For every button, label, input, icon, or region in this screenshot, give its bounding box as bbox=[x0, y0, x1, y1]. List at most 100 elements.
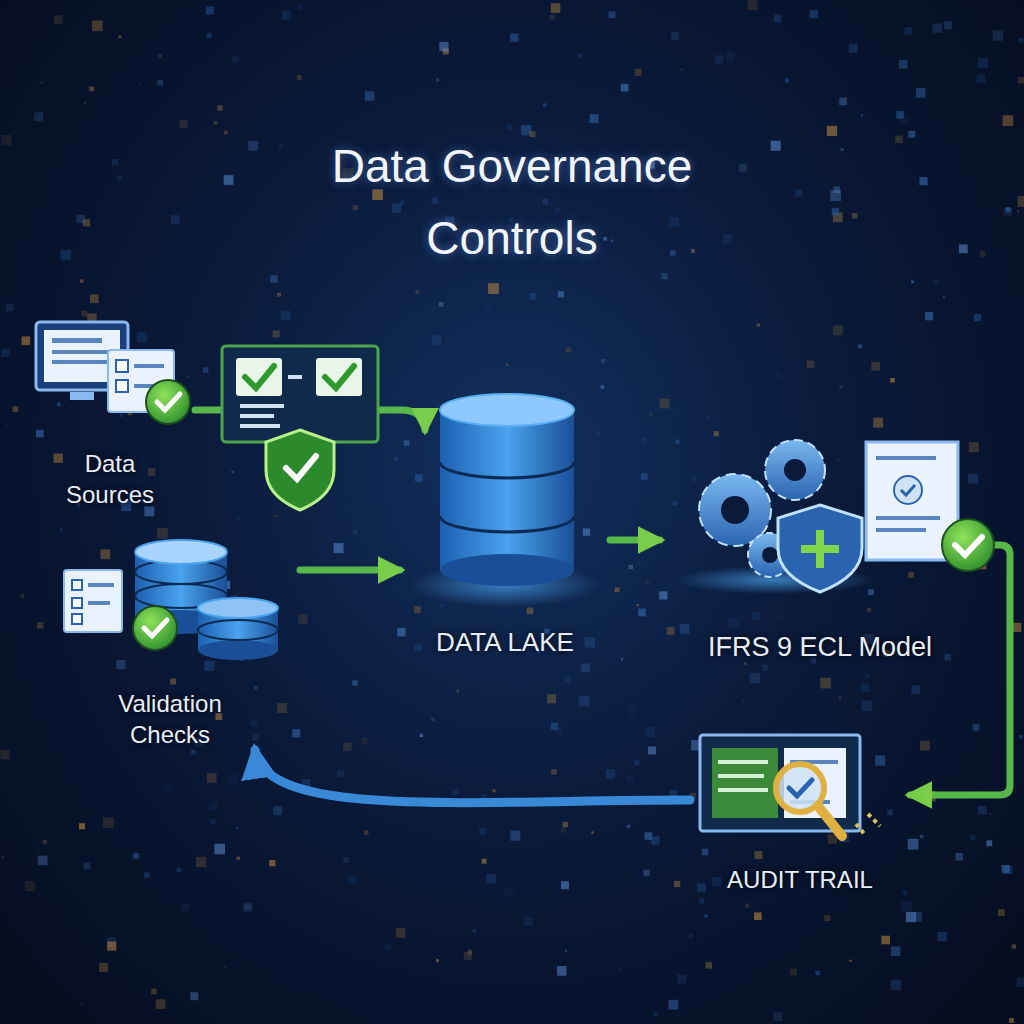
speckle bbox=[468, 950, 473, 955]
speckle bbox=[774, 15, 782, 23]
speckle bbox=[34, 112, 43, 121]
speckle bbox=[488, 283, 499, 294]
speckle bbox=[645, 581, 649, 585]
icon-node: Data Sources bbox=[25, 315, 195, 510]
speckle bbox=[1002, 865, 1010, 873]
speckle bbox=[38, 856, 48, 866]
speckle bbox=[891, 980, 902, 991]
speckle bbox=[744, 662, 747, 665]
speckle bbox=[547, 694, 556, 703]
speckle bbox=[651, 836, 659, 844]
speckle bbox=[298, 615, 307, 624]
speckle bbox=[925, 312, 933, 320]
icon-node: Validation Checks bbox=[40, 530, 300, 750]
speckle bbox=[675, 440, 679, 444]
speckle bbox=[210, 819, 216, 825]
speckle bbox=[673, 501, 677, 505]
speckle bbox=[473, 929, 477, 933]
icon-node: DATA LAKE bbox=[400, 430, 610, 660]
speckle bbox=[84, 102, 86, 104]
speckle bbox=[849, 960, 851, 962]
node-label: IFRS 9 ECL Model bbox=[670, 630, 970, 665]
speckle bbox=[596, 431, 600, 435]
speckle bbox=[689, 934, 693, 938]
speckle bbox=[641, 473, 648, 480]
speckle bbox=[579, 696, 590, 707]
speckle bbox=[116, 660, 125, 669]
speckle bbox=[457, 690, 459, 692]
speckle bbox=[232, 56, 238, 62]
speckle bbox=[748, 0, 758, 10]
ecl-model-icon bbox=[675, 440, 994, 594]
speckle bbox=[653, 1012, 658, 1017]
speckle bbox=[649, 413, 652, 416]
speckle bbox=[620, 968, 622, 970]
speckle bbox=[170, 679, 176, 685]
speckle bbox=[224, 966, 227, 969]
speckle bbox=[214, 844, 225, 855]
speckle bbox=[177, 868, 182, 873]
speckle bbox=[621, 658, 623, 660]
speckle bbox=[282, 11, 291, 20]
speckle bbox=[611, 240, 613, 242]
speckle bbox=[773, 1012, 782, 1021]
speckle bbox=[895, 136, 903, 144]
speckle bbox=[203, 367, 209, 373]
speckle bbox=[493, 789, 496, 792]
speckle bbox=[452, 789, 458, 795]
speckle bbox=[277, 703, 287, 713]
speckle bbox=[364, 830, 369, 835]
speckle bbox=[858, 345, 862, 349]
speckle bbox=[626, 774, 634, 782]
speckle bbox=[669, 217, 678, 226]
speckle bbox=[615, 587, 620, 592]
speckle bbox=[164, 784, 172, 792]
speckle bbox=[6, 304, 13, 312]
node-label: Validation Checks bbox=[75, 688, 265, 750]
speckle bbox=[415, 290, 419, 294]
speckle bbox=[899, 60, 908, 69]
speckle bbox=[392, 203, 402, 213]
speckle bbox=[726, 52, 734, 60]
speckle bbox=[348, 876, 357, 885]
speckle bbox=[839, 696, 842, 699]
flow-arrow bbox=[610, 537, 660, 544]
speckle bbox=[702, 849, 709, 856]
speckle bbox=[723, 234, 732, 243]
speckle bbox=[557, 966, 567, 976]
speckle bbox=[279, 145, 283, 149]
speckle bbox=[60, 528, 63, 531]
speckle bbox=[861, 701, 872, 712]
speckle bbox=[555, 208, 560, 213]
audit-trail-icon bbox=[700, 735, 880, 836]
speckle bbox=[621, 84, 629, 92]
speckle bbox=[561, 881, 569, 889]
speckle bbox=[772, 372, 775, 375]
speckle bbox=[551, 769, 557, 775]
speckle bbox=[790, 969, 797, 976]
speckle bbox=[933, 279, 938, 284]
speckle bbox=[1018, 77, 1024, 83]
speckle bbox=[542, 199, 548, 205]
node-label: DATA LAKE bbox=[405, 626, 605, 660]
speckle bbox=[943, 296, 945, 298]
speckle bbox=[707, 417, 710, 420]
checklist-shield-icon bbox=[222, 346, 378, 510]
speckle bbox=[871, 362, 880, 371]
speckle bbox=[177, 774, 179, 776]
speckle bbox=[253, 735, 259, 741]
speckle bbox=[887, 810, 893, 816]
speckle bbox=[697, 884, 706, 893]
speckle bbox=[139, 82, 141, 84]
speckle bbox=[191, 750, 196, 755]
speckle bbox=[629, 565, 633, 569]
speckle bbox=[601, 359, 605, 363]
speckle bbox=[830, 190, 841, 201]
speckle bbox=[65, 400, 67, 402]
speckle bbox=[841, 148, 844, 151]
speckle bbox=[352, 680, 357, 685]
speckle bbox=[273, 330, 280, 337]
speckle bbox=[196, 857, 206, 867]
speckle bbox=[944, 654, 951, 661]
